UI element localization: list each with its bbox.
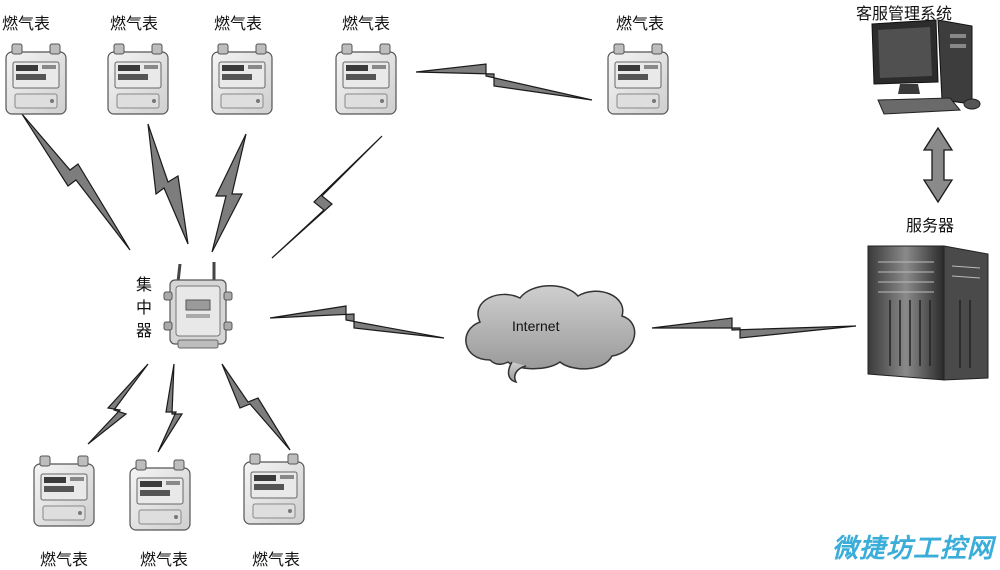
server-tower [867,245,989,381]
bolt-concentrator-meter6 [87,363,149,445]
label-meter-top-1: 燃气表 [2,14,51,33]
label-meter-top-3: 燃气表 [214,14,263,33]
gas-meter-bottom-1 [33,455,95,527]
label-meter-top-2: 燃气表 [110,14,159,33]
label-client-system: 客服管理系统 [856,4,953,23]
gas-meter-top-3 [211,43,273,115]
label-concentrator-3: 器 [135,321,152,340]
bolt-meter3-concentrator [211,133,247,253]
label-internet: Internet [512,318,560,334]
gas-meter-bottom-2 [129,459,191,531]
gas-meter-top-2 [107,43,169,115]
client-computer [871,19,981,115]
gas-meter-top-5 [607,43,669,115]
label-meter-bottom-1: 燃气表 [40,550,89,569]
label-meter-top-5: 燃气表 [616,14,665,33]
bolt-meter4-meter5 [415,63,593,101]
label-meter-bottom-2: 燃气表 [140,550,189,569]
label-concentrator-2: 中 [135,298,152,317]
bolt-concentrator-meter8 [221,363,291,451]
bolt-concentrator-internet [269,305,445,339]
gas-meter-bottom-3 [243,453,305,525]
gas-meter-top-1 [5,43,67,115]
double-arrow-client-server [922,126,954,204]
internet-cloud [465,285,636,384]
gas-meter-top-4 [335,43,397,115]
label-meter-bottom-3: 燃气表 [252,550,301,569]
label-server: 服务器 [906,216,955,235]
label-meter-top-4: 燃气表 [342,14,391,33]
label-concentrator-1: 集 [135,275,152,294]
bolt-meter2-concentrator [147,123,189,245]
bolt-internet-server [651,317,857,339]
concentrator-device [163,262,233,349]
bolt-concentrator-meter7 [157,363,184,453]
watermark-text: 微捷坊工控网 [831,534,994,564]
bolt-meter1-concentrator [21,113,131,251]
bolt-meter4-concentrator [271,135,383,259]
